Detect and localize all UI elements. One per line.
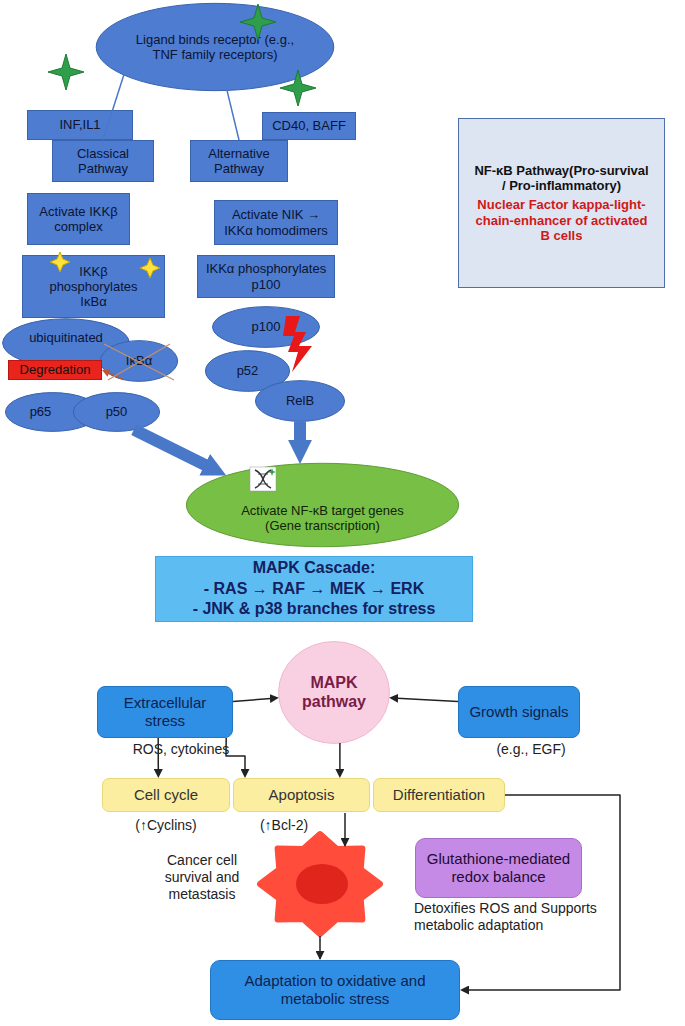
node-text: Activate NF-κB target genes (Gene transc… bbox=[225, 503, 420, 534]
connector-arrow bbox=[233, 698, 271, 701]
connector-arrow bbox=[157, 738, 159, 770]
protein-ellipse: p100 bbox=[212, 306, 320, 348]
protein-ellipse: RelB bbox=[255, 380, 345, 422]
node-text: p50 bbox=[106, 404, 128, 419]
cancer-cell-nucleus bbox=[296, 864, 348, 904]
pathway-circle: MAPK pathway bbox=[278, 640, 390, 745]
connector-arrow bbox=[468, 795, 620, 990]
annotation-label: (↑Cyclins) bbox=[112, 817, 220, 834]
process-box: Activate NIK → IKKα homodimers bbox=[214, 200, 338, 245]
annotation-label: Cancer cell survival and metastasis bbox=[148, 852, 256, 902]
node-text: p65 bbox=[30, 404, 52, 419]
green-star bbox=[240, 4, 276, 40]
connector-arrow bbox=[339, 743, 341, 770]
target-genes-ellipse: Activate NF-κB target genes (Gene transc… bbox=[185, 462, 460, 548]
pathway-box: Alternative Pathway bbox=[190, 140, 288, 182]
node-text: p100 bbox=[252, 319, 281, 334]
yellow-star bbox=[140, 258, 160, 278]
node-text: Alternative Pathway bbox=[197, 146, 281, 177]
node-text: p52 bbox=[237, 363, 259, 378]
dna-rung bbox=[258, 474, 268, 475]
node-text: ubiquitinated bbox=[29, 330, 103, 345]
ligand-box: INF,IL1 bbox=[27, 110, 133, 140]
dna-icon-bg bbox=[250, 467, 276, 491]
ellipse-fill bbox=[279, 642, 390, 744]
ligand-box: CD40, BAFF bbox=[262, 112, 356, 140]
dna-sparkle bbox=[268, 468, 276, 476]
node-text: Glutathione-mediated redox balance bbox=[422, 850, 575, 885]
ellipse-fill bbox=[213, 307, 320, 348]
node-text: - RAS → RAF → MEK → ERK bbox=[204, 579, 424, 600]
annotation-label: (e.g., EGF) bbox=[476, 741, 586, 758]
node-text: Cell cycle bbox=[134, 786, 198, 804]
node-text: CD40, BAFF bbox=[272, 118, 346, 133]
process-box: IKKα phosphorylates p100 bbox=[197, 255, 335, 298]
node-text: Activate NIK → IKKα homodimers bbox=[221, 207, 331, 238]
node-text: RelB bbox=[286, 393, 314, 408]
outcome-box: Cell cycle bbox=[102, 778, 230, 812]
ellipse-fill bbox=[73, 393, 159, 432]
block-arrow bbox=[294, 421, 306, 442]
node-text: MAPK Cascade: bbox=[253, 558, 376, 579]
degradation-tag: Degredation bbox=[8, 360, 102, 380]
node-text: Ligand binds receptor (e.g., TNF family … bbox=[127, 32, 303, 63]
connector-arrow bbox=[226, 738, 245, 770]
dna-strand bbox=[255, 470, 271, 488]
process-box: IKKβ phosphorylates IκBα bbox=[22, 255, 165, 318]
info-box: NF-κB Pathway(Pro-survival / Pro-inflamm… bbox=[458, 118, 665, 288]
cross-out-line bbox=[108, 344, 170, 380]
info-heading: NF-κB Pathway(Pro-survival / Pro-inflamm… bbox=[471, 163, 652, 194]
node-text: MAPK pathway bbox=[290, 674, 378, 712]
node-text: Classical Pathway bbox=[59, 146, 147, 177]
dna-rung bbox=[258, 484, 268, 485]
outcome-box: Apoptosis bbox=[233, 778, 370, 812]
node-text: Degredation bbox=[20, 362, 91, 377]
process-box: Activate IKKβ complex bbox=[27, 193, 130, 245]
node-text: - JNK & p38 branches for stress bbox=[193, 599, 436, 620]
connector-arrow bbox=[108, 373, 123, 380]
outcome-box: Differentiation bbox=[373, 778, 505, 812]
ellipse-fill bbox=[186, 463, 458, 546]
annotation-label: (↑Bcl-2) bbox=[236, 817, 332, 834]
protein-ellipse: IκBα bbox=[100, 340, 178, 382]
green-star bbox=[48, 54, 84, 90]
connector-arrow bbox=[103, 75, 124, 140]
receptor-ellipse: Ligand binds receptor (e.g., TNF family … bbox=[95, 2, 335, 92]
node-text: IKKβ phosphorylates IκBα bbox=[37, 264, 150, 310]
green-star bbox=[280, 70, 316, 106]
redox-box: Glutathione-mediated redox balance bbox=[415, 838, 582, 898]
node-text: Adaptation to oxidative and metabolic st… bbox=[229, 972, 441, 1007]
cancer-cell bbox=[260, 834, 380, 934]
info-subtitle: Nuclear Factor kappa-light-chain-enhance… bbox=[471, 197, 652, 243]
annotation-label: ROS, cytokines bbox=[122, 741, 240, 758]
cascade-box: MAPK Cascade:- RAS → RAF → MEK → ERK- JN… bbox=[155, 556, 473, 622]
cross-out-line bbox=[104, 344, 174, 380]
node-text: Apoptosis bbox=[269, 786, 335, 804]
pathway-box: Classical Pathway bbox=[52, 140, 154, 182]
connector-arrow bbox=[397, 698, 458, 701]
flow-arrow bbox=[319, 936, 321, 959]
ellipse-fill bbox=[100, 341, 177, 382]
node-text: Differentiation bbox=[393, 786, 485, 804]
input-box: Extracellular stress bbox=[97, 686, 233, 738]
result-box: Adaptation to oxidative and metabolic st… bbox=[210, 960, 460, 1020]
protein-ellipse: p50 bbox=[73, 392, 160, 432]
dna-strand bbox=[255, 470, 271, 488]
node-text: IKKα phosphorylates p100 bbox=[204, 261, 328, 292]
input-box: Growth signals bbox=[458, 686, 580, 738]
connector-arrow bbox=[227, 90, 239, 140]
node-text: Growth signals bbox=[469, 703, 568, 721]
ellipse-fill bbox=[255, 381, 344, 422]
node-text: IκBα bbox=[126, 353, 152, 368]
node-text: Extracellular stress bbox=[104, 694, 226, 729]
cleavage-bolt bbox=[283, 316, 312, 372]
ellipse-fill bbox=[96, 3, 334, 90]
block-arrow bbox=[134, 430, 207, 466]
flow-arrow bbox=[344, 813, 346, 846]
node-text: INF,IL1 bbox=[59, 117, 100, 132]
node-text: Activate IKKβ complex bbox=[34, 204, 123, 235]
annotation-label: Detoxifies ROS and Supports metabolic ad… bbox=[414, 900, 614, 934]
yellow-star bbox=[50, 252, 70, 272]
